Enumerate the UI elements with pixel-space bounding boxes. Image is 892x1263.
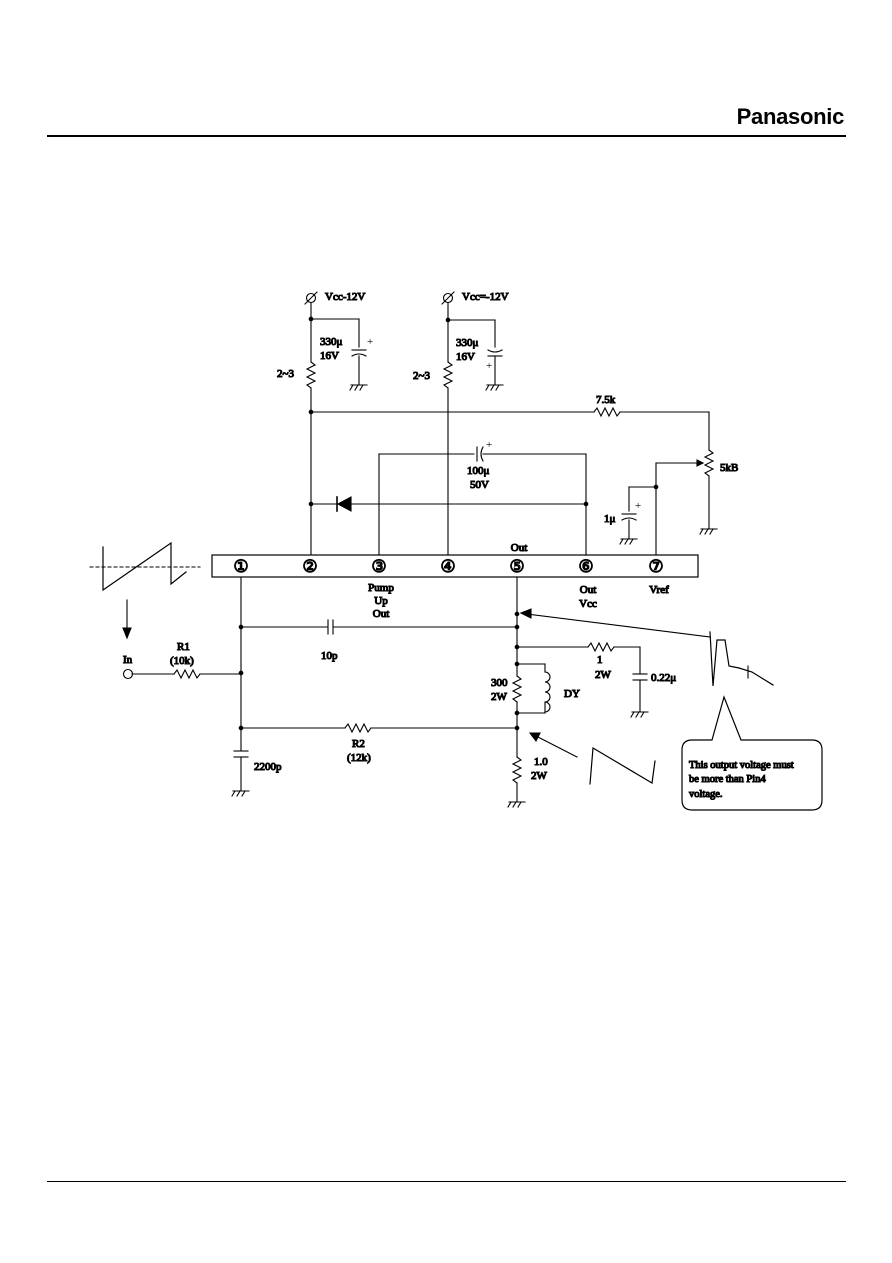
resistor-left-label: 2~3	[277, 368, 294, 380]
brand-logo: Panasonic	[736, 104, 845, 129]
ground-symbol	[507, 801, 526, 808]
pin-6: ⑥	[578, 557, 593, 576]
sense-sawtooth-waveform	[528, 732, 656, 785]
pin-7: ⑦	[648, 557, 663, 576]
cap-330u-right-value: 330μ	[456, 337, 479, 349]
callout-line-3: voltage.	[689, 789, 723, 800]
resistor-1-ohm-value: 1	[597, 654, 603, 666]
header-rule	[47, 135, 846, 137]
ic-pin-function-labels: Pump Up Out Out Out Vcc Vref	[368, 541, 670, 620]
resistor-2-3-right	[442, 361, 454, 389]
yoke-label: DY	[564, 688, 580, 700]
pin3-label-1: Pump	[368, 582, 394, 594]
svg-text:+: +	[367, 336, 373, 348]
resistor-300	[511, 675, 523, 703]
cap-330u-left	[351, 349, 367, 385]
cap-0-22u-label: 0.22μ	[651, 672, 676, 684]
svg-text:+: +	[635, 500, 641, 512]
cap-100u-value: 100μ	[467, 465, 490, 477]
pin3-label-3: Out	[373, 608, 390, 620]
pin6-label-2: Vcc	[579, 598, 597, 610]
pin6-label-1: Out	[580, 584, 597, 596]
cap-10p-label: 10p	[321, 650, 338, 662]
resistor-7-5k	[593, 406, 621, 418]
supply-label-left: Vcc-12V	[325, 291, 365, 303]
potentiometer-5kb	[703, 449, 715, 477]
pot-5kb-label: 5kB	[720, 462, 738, 474]
cap-1u	[621, 513, 637, 539]
resistor-1-ohm	[587, 641, 615, 653]
svg-text:+: +	[486, 439, 492, 451]
resistor-r1	[173, 668, 201, 680]
resistor-2-3-left	[305, 361, 317, 389]
resistor-r2-value: (12k)	[347, 752, 371, 764]
cap-330u-left-value: 330μ	[320, 336, 343, 348]
resistor-r1-value: (10k)	[170, 655, 194, 667]
input-sawtooth-waveform	[89, 541, 201, 640]
resistor-1-0-value: 1.0	[534, 756, 548, 768]
ground-symbol	[699, 528, 718, 535]
pin-5: ⑤	[509, 557, 524, 576]
ground-symbol	[630, 711, 649, 718]
ic-pin-numbers: ① ② ③ ④ ⑤ ⑥ ⑦	[233, 556, 664, 576]
resistor-7-5k-label: 7.5k	[596, 394, 616, 406]
output-waveform-arrow	[519, 608, 774, 687]
callout-line-2: be more than Pin4	[689, 774, 766, 785]
resistor-r2-name: R2	[352, 738, 365, 750]
pin-2: ②	[302, 557, 317, 576]
resistor-1-ohm-power: 2W	[595, 669, 612, 681]
cap-330u-right-voltage: 16V	[456, 351, 475, 363]
cap-2200p	[233, 750, 249, 758]
cap-100u	[476, 446, 484, 462]
ground-symbol	[231, 790, 250, 797]
input-terminal	[122, 668, 134, 680]
supply-terminal-right	[441, 291, 455, 305]
cap-10p	[327, 619, 334, 635]
supply-terminal-left	[304, 291, 318, 305]
cap-330u-right	[487, 349, 503, 385]
cap-100u-voltage: 50V	[470, 479, 489, 491]
deflection-yoke-coil	[544, 671, 551, 713]
resistor-1-0-power: 2W	[531, 770, 548, 782]
cap-1u-label: 1μ	[604, 513, 616, 525]
pin5-label: Out	[511, 542, 528, 554]
cap-2200p-label: 2200p	[254, 761, 282, 773]
cap-330u-left-voltage: 16V	[320, 350, 339, 362]
ground-symbol	[619, 538, 638, 545]
callout-bubble	[681, 695, 823, 811]
resistor-300-value: 300	[491, 677, 508, 689]
pin-3: ③	[371, 557, 386, 576]
resistor-r1-name: R1	[177, 641, 190, 653]
resistor-300-power: 2W	[491, 691, 508, 703]
pin3-label-2: Up	[374, 595, 388, 607]
pin-4: ④	[440, 557, 455, 576]
resistor-1-0	[511, 756, 523, 784]
pin-1: ①	[233, 557, 248, 576]
cap-0-22u	[632, 673, 648, 681]
footer-rule	[47, 1181, 846, 1182]
ground-symbol	[349, 384, 368, 391]
input-label: In	[123, 654, 133, 666]
pin7-label: Vref	[649, 584, 669, 596]
resistor-r2	[344, 722, 372, 734]
svg-text:+: +	[486, 360, 492, 372]
supply-label-right: Vcc=-12V	[462, 291, 509, 303]
ic-package	[211, 554, 699, 578]
ground-symbol	[485, 384, 504, 391]
resistor-right-label: 2~3	[413, 370, 430, 382]
diode	[336, 496, 352, 512]
callout-line-1: This output voltage must	[689, 760, 794, 771]
